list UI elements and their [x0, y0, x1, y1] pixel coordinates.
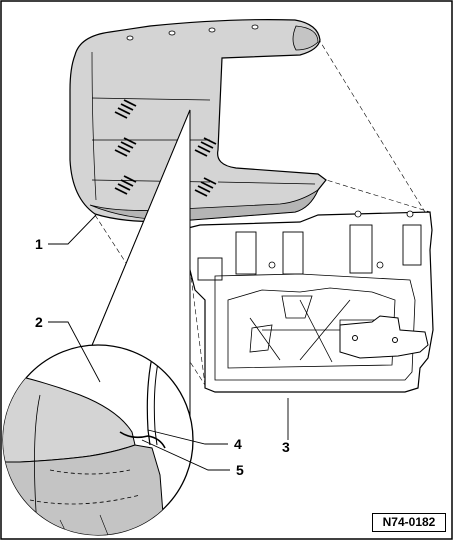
- callout-1: 1: [35, 236, 43, 252]
- callout-5: 5: [236, 462, 244, 478]
- callout-2: 2: [35, 314, 43, 330]
- backrest-cover: [69, 19, 327, 223]
- backrest-frame: [186, 210, 434, 393]
- zoom-detail: [2, 344, 194, 536]
- cover-clip-markers: [114, 99, 217, 197]
- callout-4: 4: [234, 436, 242, 452]
- frame-brackets: [197, 224, 422, 281]
- frame-holes: [268, 210, 414, 269]
- leader-lines: [48, 214, 289, 471]
- figure-id-label: N74-0182: [372, 513, 446, 532]
- cover-top-tabs: [126, 24, 259, 41]
- frame-seat-mechanism: [339, 315, 429, 359]
- callout-3: 3: [282, 439, 290, 455]
